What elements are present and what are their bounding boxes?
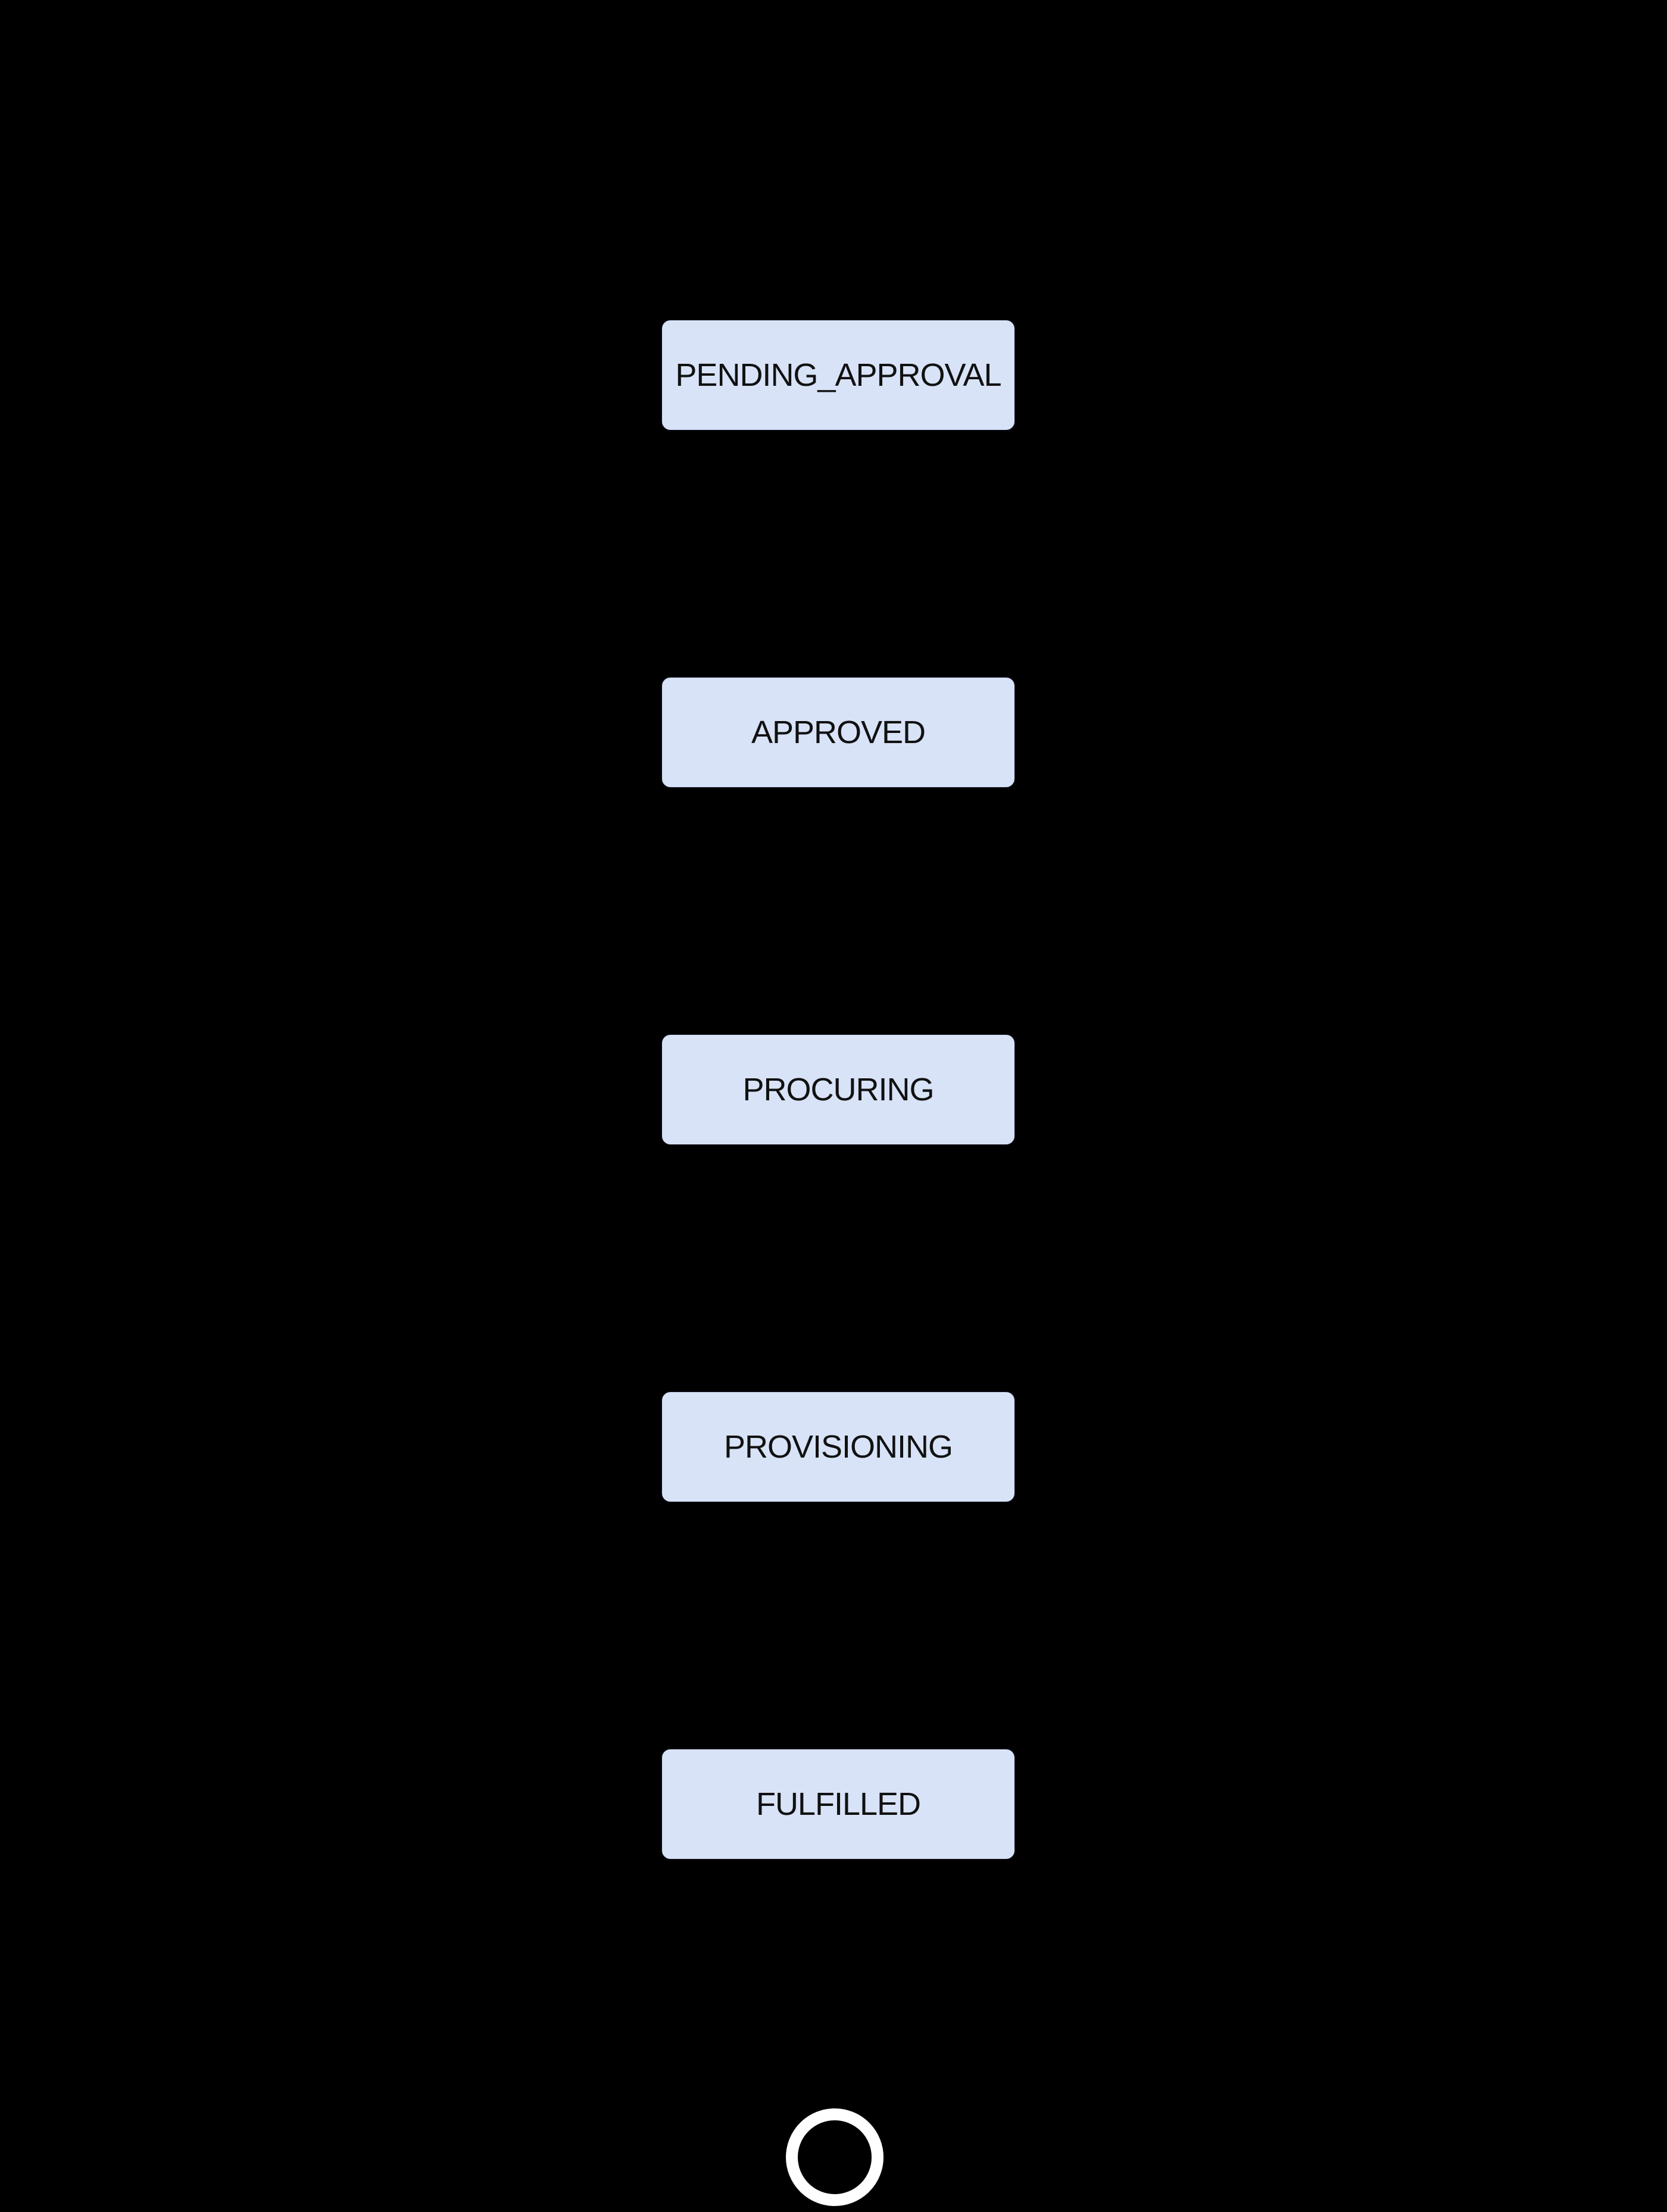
- state-node-provisioning: PROVISIONING: [661, 1391, 1016, 1503]
- state-node-fulfilled: FULFILLED: [661, 1748, 1016, 1860]
- final-state-icon: [786, 2108, 884, 2206]
- state-node-procuring: PROCURING: [661, 1034, 1016, 1146]
- state-label: PROCURING: [742, 1072, 934, 1107]
- state-label: PENDING_APPROVAL: [675, 357, 1001, 393]
- state-label: FULFILLED: [756, 1786, 921, 1822]
- state-label: PROVISIONING: [723, 1429, 953, 1465]
- state-node-pending-approval: PENDING_APPROVAL: [661, 319, 1016, 431]
- state-label: APPROVED: [751, 715, 926, 750]
- state-node-approved: APPROVED: [661, 676, 1016, 788]
